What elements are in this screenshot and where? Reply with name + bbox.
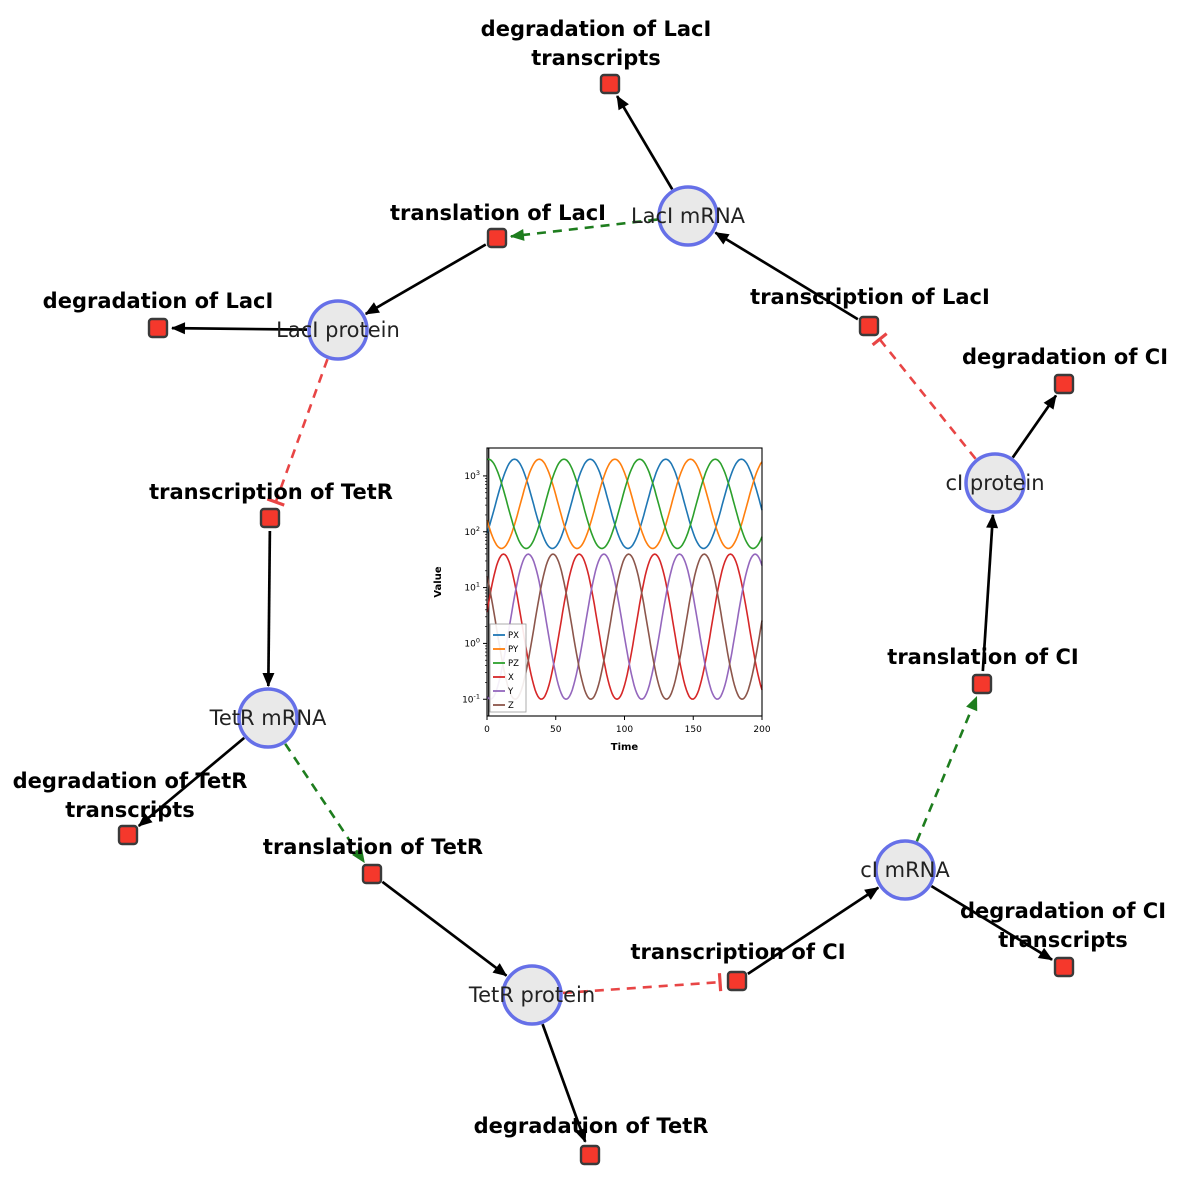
reaction-label-deg-laci: degradation of LacI bbox=[43, 289, 274, 313]
species-label-ci-protein: cI protein bbox=[945, 471, 1044, 495]
reaction-label-translation-tetr: translation of TetR bbox=[263, 835, 483, 859]
chart-series-X bbox=[486, 553, 763, 700]
y-tick-label: 103 bbox=[464, 469, 480, 482]
reaction-label-transcription-ci: transcription of CI bbox=[630, 940, 845, 964]
chart-xlabel: Time bbox=[611, 742, 639, 753]
reaction-label-translation-laci: translation of LacI bbox=[390, 201, 606, 225]
x-tick-label: 200 bbox=[753, 725, 770, 735]
chart-background bbox=[425, 438, 770, 760]
reaction-label-deg-ci-transcripts: transcripts bbox=[998, 928, 1128, 952]
legend-label-Y: Y bbox=[507, 687, 514, 697]
species-node-laci-mrna[interactable] bbox=[657, 185, 719, 247]
reaction-node-deg-laci[interactable] bbox=[147, 317, 169, 339]
legend-label-PZ: PZ bbox=[508, 659, 519, 669]
y-tick-label: 101 bbox=[464, 581, 480, 594]
reaction-label-deg-ci-transcripts: degradation of CI bbox=[960, 899, 1166, 923]
reaction-node-transcription-ci[interactable] bbox=[726, 970, 748, 992]
edge-consumption-tetr-protein-to-deg-tetr bbox=[541, 1023, 587, 1143]
species-label-ci-mrna: cI mRNA bbox=[860, 858, 950, 882]
species-node-ci-protein[interactable] bbox=[964, 452, 1026, 514]
reaction-label-translation-ci: translation of CI bbox=[887, 645, 1078, 669]
species-label-laci-mrna: LacI mRNA bbox=[631, 204, 746, 228]
legend-label-PX: PX bbox=[508, 631, 519, 641]
edge-consumption-ci-protein-to-deg-ci bbox=[1011, 394, 1058, 459]
edge-production-translation-laci-to-laci-protein bbox=[364, 243, 487, 316]
edge-production-transcription-ci-to-ci-mrna bbox=[747, 886, 880, 975]
y-tick-label: 10-1 bbox=[462, 692, 480, 705]
edge-modifier-laci-mrna-to-translation-laci bbox=[509, 218, 658, 241]
edges-layer bbox=[137, 95, 1058, 1143]
x-tick-label: 100 bbox=[616, 725, 633, 735]
chart-legend-box bbox=[489, 623, 527, 713]
reaction-node-transcription-tetr[interactable] bbox=[259, 507, 281, 529]
x-tick-label: 0 bbox=[484, 725, 490, 735]
edge-production-transcription-tetr-to-tetr-mrna bbox=[262, 530, 275, 688]
chart-series-PZ bbox=[486, 458, 763, 550]
species-node-ci-mrna[interactable] bbox=[874, 839, 936, 901]
reaction-node-deg-tetr-transcripts[interactable] bbox=[117, 824, 139, 846]
legend-label-Z: Z bbox=[508, 701, 514, 711]
chart-series-Z bbox=[486, 553, 763, 700]
reaction-node-deg-laci-transcripts[interactable] bbox=[599, 73, 621, 95]
reaction-label-deg-laci-transcripts: transcripts bbox=[531, 46, 661, 70]
chart-series-Y bbox=[486, 553, 763, 700]
edge-modifier-tetr-mrna-to-translation-tetr bbox=[284, 743, 366, 864]
species-node-tetr-mrna[interactable] bbox=[237, 687, 299, 749]
reaction-label-deg-tetr-transcripts: transcripts bbox=[65, 798, 195, 822]
edge-consumption-ci-mrna-to-deg-ci-transcripts bbox=[930, 884, 1053, 961]
reaction-node-deg-tetr[interactable] bbox=[579, 1144, 601, 1166]
edge-consumption-tetr-mrna-to-deg-tetr-transcripts bbox=[137, 736, 246, 828]
nodes-layer bbox=[117, 73, 1075, 1166]
edge-consumption-laci-protein-to-deg-laci bbox=[170, 322, 308, 335]
reaction-node-deg-ci[interactable] bbox=[1053, 373, 1075, 395]
reaction-node-deg-ci-transcripts[interactable] bbox=[1053, 956, 1075, 978]
chart-series-PY bbox=[486, 458, 763, 550]
edge-modifier-ci-mrna-to-translation-ci bbox=[915, 696, 978, 842]
reaction-node-translation-tetr[interactable] bbox=[361, 863, 383, 885]
species-label-tetr-protein: TetR protein bbox=[468, 983, 595, 1007]
reaction-node-translation-ci[interactable] bbox=[971, 673, 993, 695]
reaction-label-deg-tetr: degradation of TetR bbox=[474, 1114, 709, 1138]
edge-production-transcription-laci-to-laci-mrna bbox=[714, 231, 859, 321]
y-tick-label: 100 bbox=[464, 636, 480, 649]
y-tick-label: 102 bbox=[464, 525, 480, 538]
legend-label-PY: PY bbox=[508, 645, 519, 655]
reaction-node-transcription-laci[interactable] bbox=[858, 315, 880, 337]
legend-label-X: X bbox=[508, 673, 514, 683]
species-label-tetr-mrna: TetR mRNA bbox=[209, 706, 327, 730]
reaction-label-deg-ci: degradation of CI bbox=[962, 345, 1168, 369]
species-node-laci-protein[interactable] bbox=[307, 299, 369, 361]
species-label-laci-protein: LacI protein bbox=[276, 318, 400, 342]
reaction-label-deg-tetr-transcripts: degradation of TetR bbox=[13, 769, 248, 793]
x-tick-label: 50 bbox=[550, 725, 562, 735]
x-tick-label: 150 bbox=[685, 725, 702, 735]
species-node-tetr-protein[interactable] bbox=[501, 964, 563, 1026]
edge-consumption-laci-mrna-to-deg-laci-transcripts bbox=[615, 95, 674, 190]
chart-ylabel: Value bbox=[433, 566, 444, 597]
reaction-node-translation-laci[interactable] bbox=[486, 227, 508, 249]
edge-production-translation-ci-to-ci-protein bbox=[981, 513, 999, 672]
reaction-label-transcription-laci: transcription of LacI bbox=[750, 285, 990, 309]
edge-inhibition-tetr-protein-to-transcription-ci bbox=[562, 973, 723, 995]
reaction-label-transcription-tetr: transcription of TetR bbox=[149, 480, 393, 504]
edge-production-translation-tetr-to-tetr-protein bbox=[381, 880, 508, 977]
reaction-label-deg-laci-transcripts: degradation of LacI bbox=[481, 17, 712, 41]
